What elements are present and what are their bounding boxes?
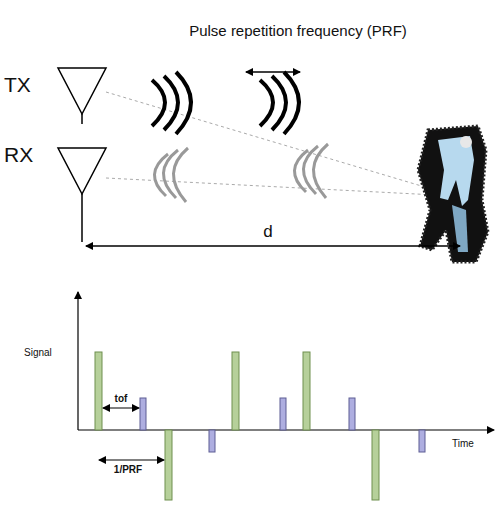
prf-title: Pulse repetition frequency (PRF) [183, 22, 413, 40]
tx-label: TX [4, 72, 31, 97]
tx-path [106, 92, 455, 196]
rx-label: RX [4, 142, 33, 167]
prf-period-arrow [99, 460, 164, 461]
distance-label: d [263, 222, 272, 242]
echo-pulse [294, 144, 328, 198]
transmit-pulse-bar [95, 352, 379, 500]
tof-label: tof [115, 393, 128, 405]
y-axis [77, 292, 78, 430]
rx-antenna [58, 148, 106, 242]
tx-pulse [152, 72, 191, 134]
echo-pulse-bar [140, 398, 425, 452]
tx-pulse [260, 72, 299, 134]
period-label: 1/PRF [114, 464, 142, 476]
person-target [418, 126, 488, 262]
tx-antenna [58, 68, 106, 124]
distance-arrow [86, 245, 460, 247]
echo-pulse [154, 148, 188, 202]
tof-arrow [103, 408, 139, 409]
axis-label: Signal [24, 347, 52, 359]
axis-label: Time [452, 438, 474, 450]
prf-arrow [246, 71, 300, 73]
